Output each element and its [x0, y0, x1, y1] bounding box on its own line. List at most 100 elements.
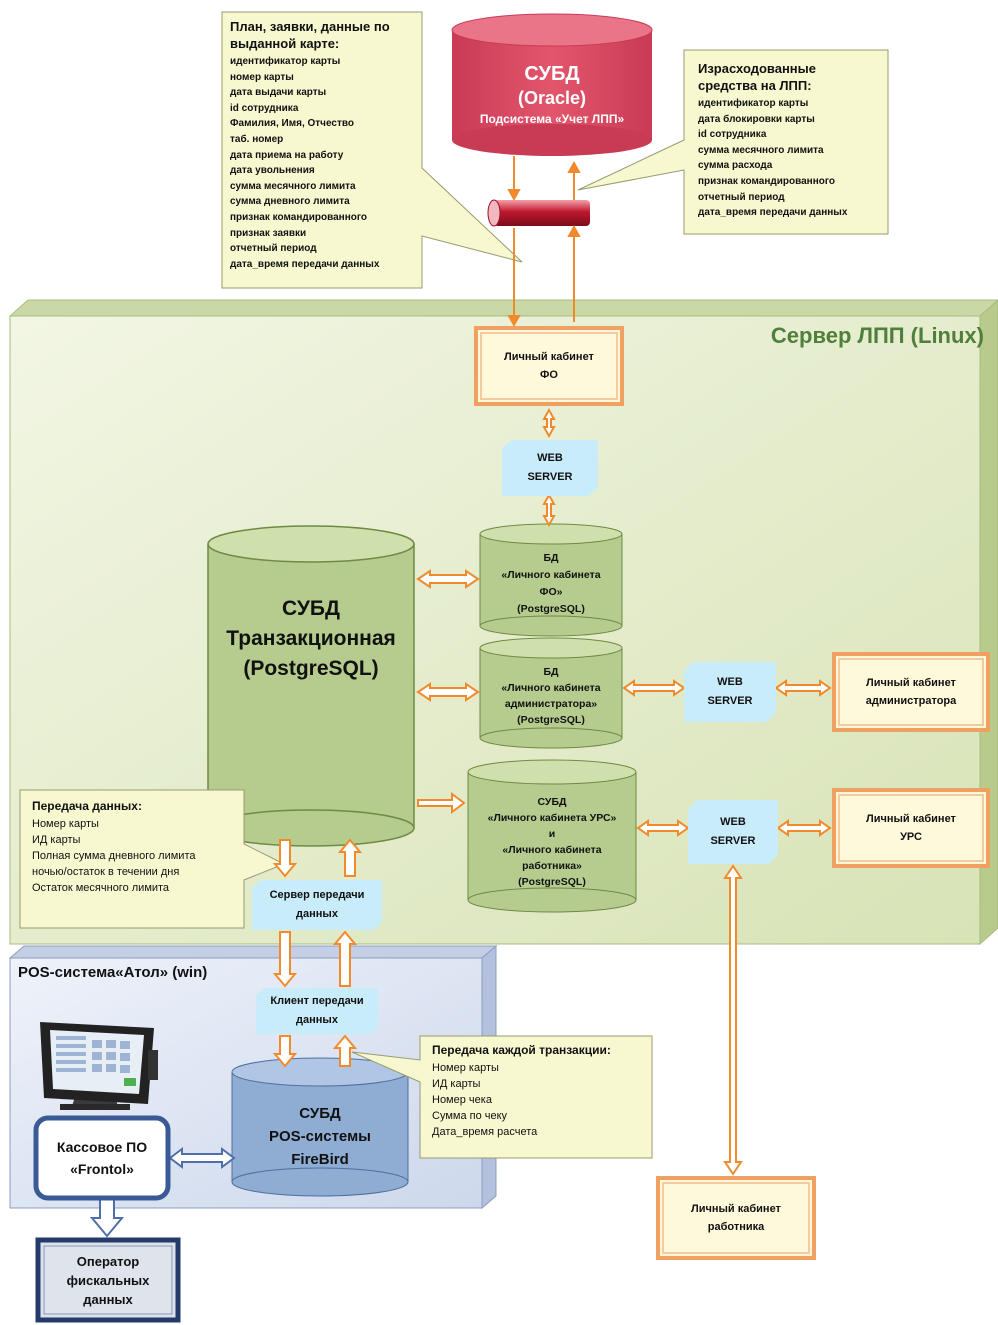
db-admin-line: администратора»	[504, 698, 598, 710]
web-server-fo[interactable]: WEB SERVER	[502, 440, 598, 496]
ofd-line3: данных	[83, 1292, 133, 1307]
transaction-note: Передача каждой транзакции: Номер карты …	[432, 1042, 647, 1140]
spent-note-list: идентификатор карты дата блокировки карт…	[698, 96, 883, 221]
ofd-line1: Оператор	[76, 1254, 140, 1269]
plan-note-title: План, заявки, данные по выданной карте:	[230, 19, 390, 51]
web-server-line1: WEB	[537, 452, 563, 464]
transfer-callout	[19, 789, 286, 929]
list-item: Номер карты	[32, 818, 99, 830]
cabinet-worker-line1: Личный кабинет	[691, 1203, 781, 1215]
firebird-dbms-cylinder	[231, 1057, 409, 1197]
list-item: Номер чека	[432, 1094, 492, 1106]
ofd-label: Оператор фискальных данных	[38, 1252, 178, 1309]
firebird-dbms-label: СУБД POS-системы FireBird	[232, 1102, 408, 1171]
cabinet-worker[interactable]: Личный кабинет работника	[656, 1176, 816, 1260]
list-item: ИД карты	[32, 834, 81, 846]
web-server-line1: WEB	[717, 676, 743, 688]
web-server-urs[interactable]: WEB SERVER	[688, 800, 778, 864]
oracle-label-line3: Подсистема «Учет ЛПП»	[479, 112, 625, 126]
list-item: идентификатор карты	[698, 98, 809, 109]
list-item: сумма месячного лимита	[698, 144, 824, 156]
db-fo-line: БД	[543, 552, 559, 564]
list-item: таб. номер	[230, 133, 284, 145]
transfer-server[interactable]: Сервер передачи данных	[252, 880, 382, 930]
firebird-line2: POS-системы	[269, 1128, 371, 1145]
list-item: признак командированного	[698, 175, 835, 187]
list-item: дата_время передачи данных	[698, 207, 848, 219]
transfer-note: Передача данных: Номер карты ИД карты По…	[32, 798, 237, 896]
db-admin-line: БД	[543, 666, 559, 678]
transfer-note-list: Номер карты ИД карты Полная сумма дневно…	[32, 816, 237, 896]
web-server-line1: WEB	[720, 816, 746, 828]
data-flow-arrows	[272, 838, 363, 1068]
ofd-box	[35, 1237, 181, 1323]
list-item: номер карты	[230, 71, 294, 83]
list-item: признак командированного	[230, 211, 367, 223]
transactional-line1: СУБД	[281, 597, 340, 620]
plan-note: План, заявки, данные по выданной карте: …	[230, 18, 420, 272]
db-fo-label: БД «Личного кабинета ФО» (PostgreSQL)	[480, 550, 622, 618]
db-urs-cylinder	[467, 759, 637, 913]
list-item: id сотрудника	[230, 102, 299, 114]
transfer-client-line2: данных	[296, 1014, 338, 1026]
db-urs-line: и	[548, 828, 556, 840]
frontol-line2: «Frontol»	[70, 1161, 134, 1177]
transaction-callout	[351, 1035, 653, 1159]
web-server-line2: SERVER	[707, 695, 753, 707]
plan-note-list: идентификатор карты номер карты дата выд…	[230, 54, 420, 272]
db-urs-label: СУБД «Личного кабинета УРС» и «Личного к…	[468, 794, 636, 890]
oracle-label-line1: СУБД	[524, 63, 580, 85]
pos-arrows	[89, 1147, 236, 1238]
db-urs-line: работника»	[522, 860, 582, 872]
list-item: id сотрудника	[698, 129, 767, 141]
oracle-link-arrows	[507, 156, 581, 328]
list-item: дата выдачи карты	[230, 87, 327, 99]
web-server-admin[interactable]: WEB SERVER	[684, 662, 776, 722]
list-item: отчетный период	[698, 191, 785, 203]
db-urs-line: «Личного кабинета	[502, 844, 602, 856]
spent-note-title: Израсходованные средства на ЛПП:	[698, 61, 816, 93]
list-item: Сумма по чеку	[432, 1110, 508, 1122]
cabinet-urs[interactable]: Личный кабинет УРС	[832, 788, 990, 868]
cabinet-fo[interactable]: Личный кабинет ФО	[474, 326, 624, 406]
list-item: признак заявки	[230, 227, 307, 239]
db-fo-line: (PostgreSQL)	[517, 603, 585, 615]
plan-callout	[221, 11, 523, 289]
transfer-server-line1: Сервер передачи	[269, 889, 365, 901]
ofd-line2: фискальных	[66, 1273, 150, 1288]
list-item: Фамилия, Имя, Отчество	[230, 118, 355, 130]
list-item: сумма дневного лимита	[230, 196, 350, 208]
frontol-box	[33, 1115, 171, 1201]
list-item: дата_время передачи данных	[230, 258, 380, 270]
pipe-connector	[487, 199, 590, 227]
pos-terminal-icon	[40, 1022, 158, 1110]
transactional-dbms-label: СУБД Транзакционная (PostgreSQL)	[208, 594, 414, 684]
oracle-dbms-cylinder	[451, 13, 653, 156]
list-item: идентификатор карты	[230, 56, 341, 67]
transaction-note-list: Номер карты ИД карты Номер чека Сумма по…	[432, 1060, 647, 1140]
list-item: дата приема на работу	[230, 149, 344, 161]
cabinet-fo-line2: ФО	[540, 369, 558, 381]
cabinet-urs-line2: УРС	[900, 831, 922, 843]
list-item: Полная сумма дневного лимита ночью/остат…	[32, 850, 196, 878]
list-item: Номер карты	[432, 1062, 499, 1074]
cabinet-admin[interactable]: Личный кабинет администратора	[832, 652, 990, 732]
spent-callout	[577, 49, 889, 235]
transactional-line3: (PostgreSQL)	[243, 657, 379, 680]
db-fo-cylinder	[479, 523, 623, 637]
db-admin-line: «Личного кабинета	[501, 682, 601, 694]
cabinet-urs-line1: Личный кабинет	[866, 813, 956, 825]
list-item: сумма расхода	[698, 160, 773, 172]
db-admin-label: БД «Личного кабинета администратора» (Po…	[480, 664, 622, 728]
transfer-client[interactable]: Клиент передачи данных	[256, 988, 378, 1034]
hollow-arrows	[416, 407, 832, 1176]
list-item: дата блокировки карты	[698, 113, 815, 125]
db-fo-line: ФО»	[539, 586, 563, 598]
server-lpp-title: Сервер ЛПП (Linux)	[770, 323, 984, 348]
cabinet-worker-line2: работника	[707, 1221, 765, 1233]
list-item: Дата_время расчета	[432, 1126, 538, 1138]
cabinet-admin-line2: администратора	[865, 695, 957, 707]
db-admin-cylinder	[479, 637, 623, 749]
pos-system-title: POS-система«Атол» (win)	[18, 964, 208, 981]
